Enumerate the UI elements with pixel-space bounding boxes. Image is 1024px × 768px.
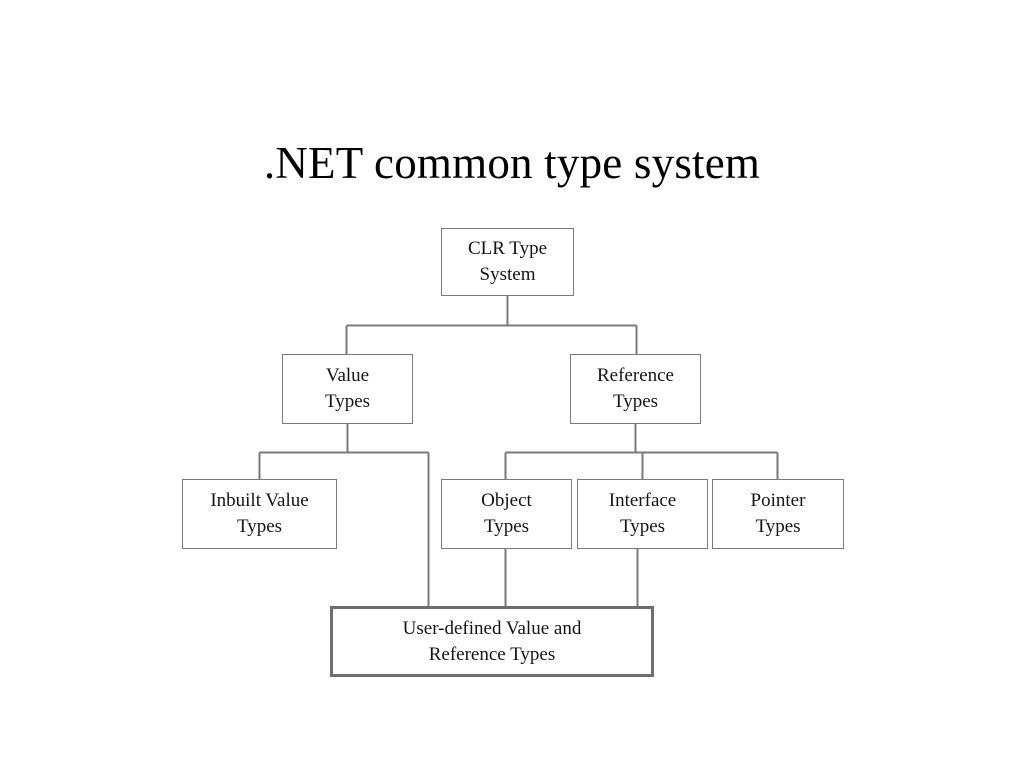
node-user-defined-types[interactable]: User-defined Value and Reference Types (330, 606, 654, 677)
node-object-types[interactable]: Object Types (441, 479, 572, 549)
node-object-types-label: Object Types (481, 490, 532, 537)
node-reference-types-label: Reference Types (597, 365, 674, 412)
node-value-types-label: Value Types (324, 365, 371, 412)
node-clr-type-system-label: CLR Type System (467, 238, 548, 285)
node-interface-types-label: Interface Types (608, 490, 677, 537)
page-title: .NET common type system (263, 138, 761, 189)
node-value-types[interactable]: Value Types (282, 354, 413, 424)
node-user-defined-types-label: User-defined Value and Reference Types (402, 617, 582, 665)
node-clr-type-system[interactable]: CLR Type System (441, 228, 574, 296)
node-inbuilt-value-types[interactable]: Inbuilt Value Types (182, 479, 337, 549)
node-reference-types[interactable]: Reference Types (570, 354, 701, 424)
node-pointer-types[interactable]: Pointer Types (712, 479, 844, 549)
node-pointer-types-label: Pointer Types (750, 490, 806, 537)
node-interface-types[interactable]: Interface Types (577, 479, 708, 549)
node-inbuilt-value-types-label: Inbuilt Value Types (210, 490, 309, 537)
